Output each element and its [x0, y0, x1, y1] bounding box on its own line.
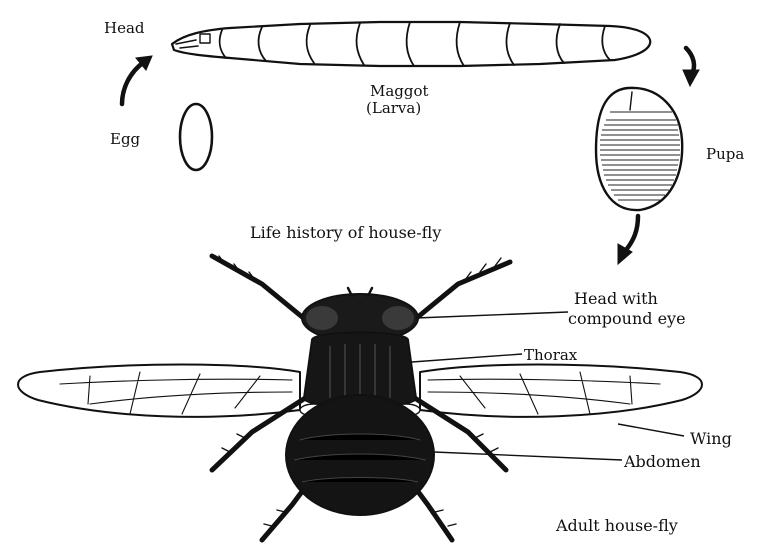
thorax-label: Thorax	[524, 346, 578, 364]
adult-caption: Adult house-fly	[555, 516, 678, 535]
pupa-label: Pupa	[706, 145, 744, 163]
larva-head-label: Head	[104, 19, 145, 37]
egg-label: Egg	[110, 130, 141, 148]
diagram-title: Life history of house-fly	[250, 223, 441, 242]
wing-label: Wing	[690, 429, 732, 448]
right-wing	[420, 365, 702, 417]
wing-leader-line	[618, 424, 684, 436]
thorax-leader-line	[412, 354, 522, 362]
head-leader-line	[416, 312, 568, 318]
pupa-drawing	[596, 88, 682, 210]
pupa-to-adult-arrow	[618, 216, 638, 264]
adult-head-label-line1: Head with	[574, 289, 658, 308]
egg-drawing	[180, 104, 212, 170]
abdomen-label: Abdomen	[623, 452, 701, 471]
abdomen-leader-line	[434, 452, 622, 460]
adult-head-label-line2: compound eye	[568, 309, 686, 328]
left-wing	[18, 365, 300, 417]
maggot-label: Maggot	[370, 82, 429, 100]
maggot-larva-drawing	[172, 22, 650, 66]
larva-to-pupa-arrow	[683, 48, 699, 86]
egg-to-larva-arrow	[122, 56, 152, 104]
larva-label: (Larva)	[366, 99, 421, 117]
